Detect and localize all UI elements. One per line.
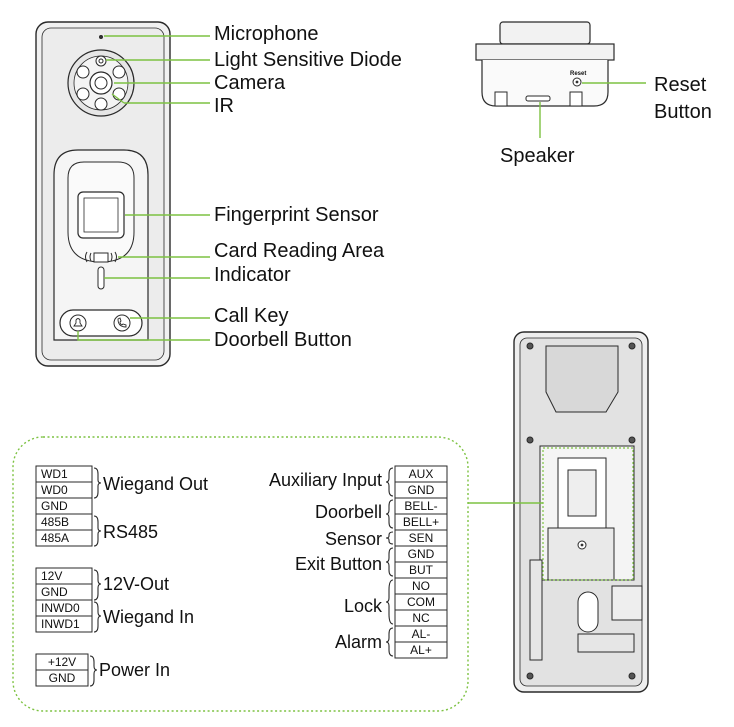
pin-gnd: GND	[41, 499, 68, 513]
12v-out-label: 12V-Out	[103, 574, 170, 594]
reset-tiny-label: Reset	[570, 71, 587, 77]
lock-label: Lock	[343, 596, 382, 616]
pin-al-minus: AL-	[411, 627, 431, 641]
pin-12v: 12V	[41, 569, 63, 583]
doorbell-label: Doorbell	[314, 502, 382, 522]
sensor-label: Sensor	[324, 529, 382, 549]
pin-gnd-3: GND	[48, 671, 76, 685]
back-highlight	[542, 447, 634, 581]
terminal-panel-border	[12, 436, 469, 712]
pin-gnd-2: GND	[41, 585, 68, 599]
exit-button-label: Exit Button	[294, 554, 382, 574]
pin-bell-minus: BELL-	[404, 499, 438, 513]
pin-plus12v: +12V	[47, 655, 77, 669]
pin-inwd0: INWD0	[41, 601, 80, 615]
wiegand-out-label: Wiegand Out	[103, 474, 209, 494]
indicator-label: Indicator	[214, 264, 291, 286]
top-view-device	[475, 21, 615, 107]
left-terminal-boxes	[35, 465, 93, 687]
pin-485b: 485B	[41, 515, 70, 529]
power-in-label: Power In	[99, 660, 171, 680]
pin-sen: SEN	[408, 531, 434, 545]
left-braces	[89, 467, 102, 687]
pin-gnd-aux: GND	[407, 483, 435, 497]
fingerprint-sensor-label: Fingerprint Sensor	[214, 204, 379, 226]
light-sensitive-diode-label: Light Sensitive Diode	[214, 49, 402, 71]
pin-inwd1: INWD1	[41, 617, 80, 631]
back-device	[513, 331, 649, 693]
pin-gnd-exit: GND	[407, 547, 435, 561]
speaker-label: Speaker	[500, 145, 575, 167]
wiegand-in-label: Wiegand In	[103, 607, 195, 627]
front-callout-lines	[77, 35, 210, 341]
reset-button-label: Reset Button	[654, 74, 712, 123]
pin-bell-plus: BELL+	[402, 515, 440, 529]
pin-no: NO	[412, 579, 430, 593]
pin-485a: 485A	[41, 531, 70, 545]
rs485-label: RS485	[103, 522, 159, 542]
microphone-label: Microphone	[214, 23, 319, 45]
ir-label: IR	[214, 95, 234, 117]
card-reading-area-label: Card Reading Area	[214, 240, 385, 262]
alarm-label: Alarm	[334, 632, 382, 652]
pin-nc: NC	[412, 611, 430, 625]
call-key-label: Call Key	[214, 305, 289, 327]
doorbell-button-label: Doorbell Button	[214, 329, 352, 351]
camera-label: Camera	[214, 72, 286, 94]
front-device	[35, 21, 171, 367]
right-terminal-boxes	[394, 465, 448, 659]
pin-wd0: WD0	[41, 483, 68, 497]
pin-com: COM	[407, 595, 435, 609]
auxiliary-input-label: Auxiliary Input	[268, 470, 382, 490]
pin-but: BUT	[409, 563, 433, 577]
right-braces	[385, 467, 394, 657]
pin-aux: AUX	[408, 467, 434, 481]
top-callout-lines	[539, 82, 646, 138]
pin-wd1: WD1	[41, 467, 68, 481]
pin-al-plus: AL+	[410, 643, 432, 657]
